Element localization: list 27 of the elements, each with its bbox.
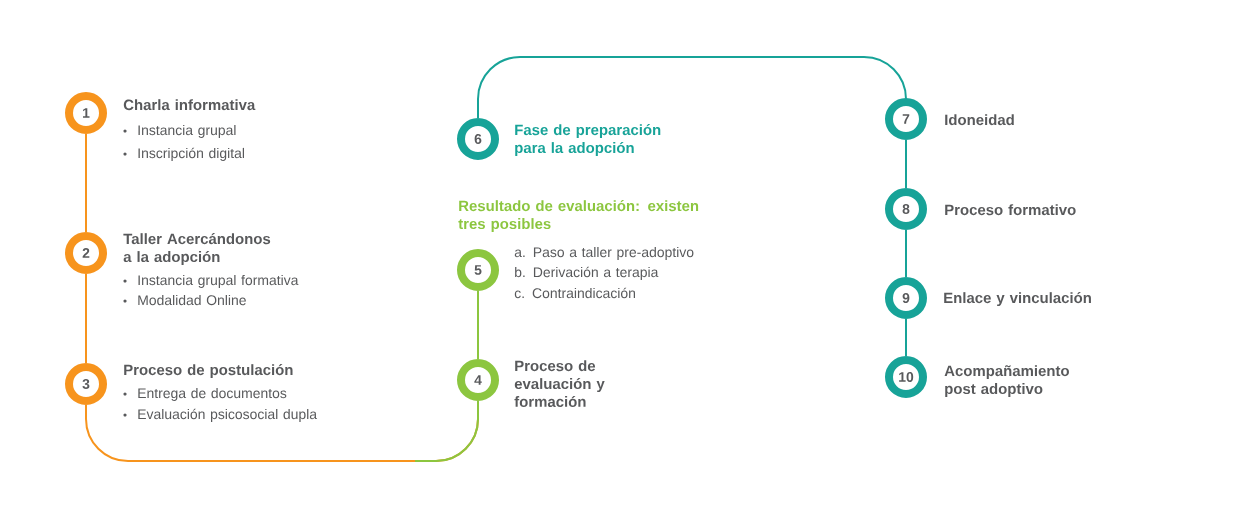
list-item: b. Derivación a terapia [515, 266, 659, 280]
connector-line [85, 273, 87, 364]
list-item: Instancia grupal [138, 124, 236, 138]
connector-line [905, 318, 907, 357]
step-title: Fase de preparación para la adopción [515, 124, 661, 156]
step-title: Proceso formativo [945, 204, 1076, 216]
step-title: Acompañamiento post adoptivo [944, 365, 1069, 397]
step-title: Proceso de evaluación y formación [514, 360, 605, 407]
step-title: Enlace y vinculación [944, 292, 1091, 307]
connector-line [85, 400, 479, 462]
list-item: a. Paso a taller pre-adoptivo [514, 246, 694, 260]
connector-line [905, 139, 907, 189]
step-title: Resultado de evaluación: existen tres posibles [458, 200, 699, 232]
list-item: Entrega de documentos [138, 387, 287, 401]
connector-line [85, 133, 87, 233]
connector-line [477, 56, 907, 119]
step-title: Charla informativa [123, 99, 256, 111]
step-title: Proceso de postulación [124, 364, 293, 379]
list-item: Instancia grupal formativa [138, 274, 299, 288]
list-item: Evaluación psicosocial dupla [138, 408, 318, 422]
connector-line [477, 290, 479, 360]
connector-line [905, 229, 907, 278]
step-title: Idoneidad [945, 114, 1014, 126]
list-item: Inscripción digital [138, 147, 244, 161]
list-item: Modalidad Online [138, 294, 246, 306]
step-title: Taller Acercándonos a la adopción [123, 233, 271, 265]
list-item: c. Contraindicación [514, 287, 635, 299]
